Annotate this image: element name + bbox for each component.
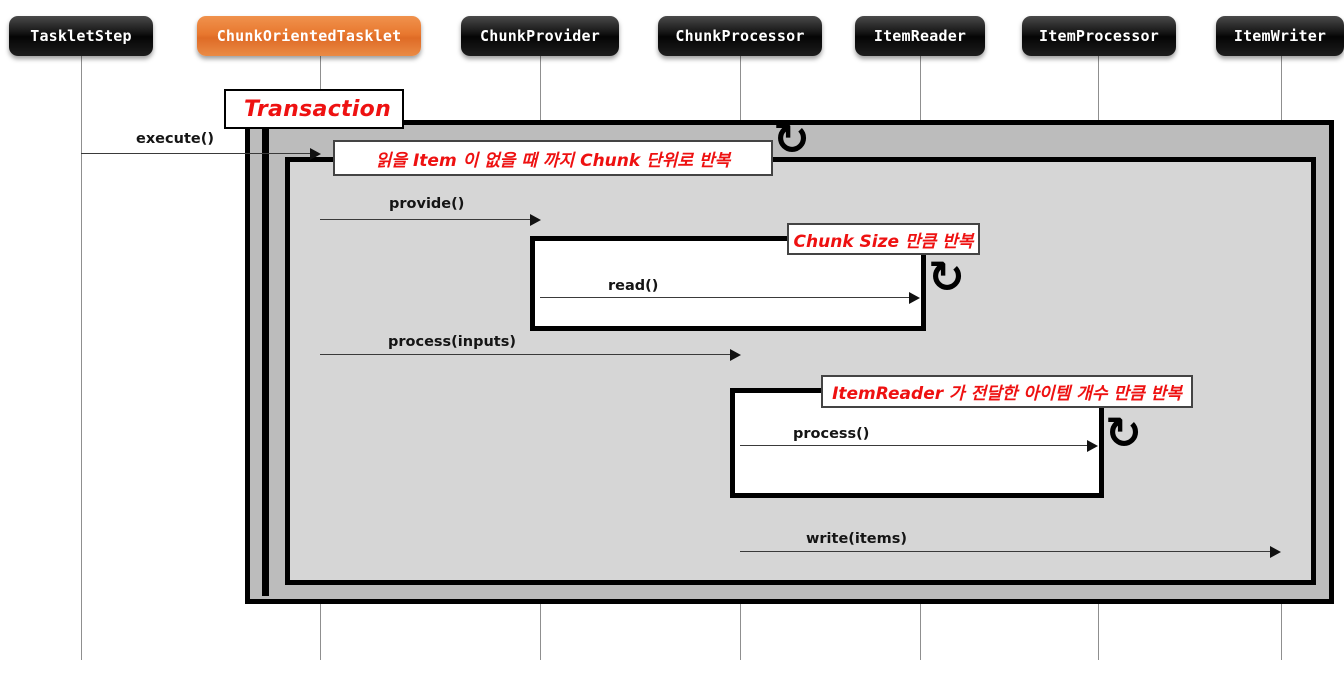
message-label-process-inputs: process(inputs)	[388, 334, 516, 350]
participant-label: ChunkProvider	[480, 27, 600, 45]
frame-label-read-loop-text: Chunk Size 만큼 반복	[793, 231, 974, 252]
message-line-execute	[81, 153, 314, 154]
message-line-provide	[320, 219, 534, 220]
message-arrowhead-write-items	[1270, 546, 1281, 558]
message-label-read: read()	[608, 278, 659, 294]
participant-tasklet-step[interactable]: TaskletStep	[9, 16, 153, 56]
participant-label: ChunkOrientedTasklet	[216, 27, 402, 45]
participant-label: TaskletStep	[30, 27, 132, 45]
participant-label: ItemReader	[873, 27, 967, 45]
message-arrowhead-process	[1087, 440, 1098, 452]
repeat-loop-icon: ↻	[1105, 408, 1142, 459]
frame-chunk-loop	[285, 157, 1316, 585]
frame-label-chunk-loop: 읽을 Item 이 없을 때 까지 Chunk 단위로 반복	[333, 140, 773, 176]
frame-label-process-loop-text: ItemReader 가 전달한 아이템 개수 만큼 반복	[832, 384, 1182, 404]
participant-item-writer[interactable]: ItemWriter	[1216, 16, 1344, 56]
message-arrowhead-read	[909, 292, 920, 304]
message-label-write-items: write(items)	[806, 531, 908, 547]
participant-item-processor[interactable]: ItemProcessor	[1022, 16, 1176, 56]
activation-chunk-oriented-tasklet	[262, 126, 269, 596]
participant-chunk-processor[interactable]: ChunkProcessor	[658, 16, 822, 56]
message-label-process: process()	[793, 426, 870, 442]
message-label-provide: provide()	[389, 196, 465, 212]
participant-item-reader[interactable]: ItemReader	[855, 16, 985, 56]
frame-label-process-loop: ItemReader 가 전달한 아이템 개수 만큼 반복	[821, 375, 1193, 408]
message-arrowhead-process-inputs	[730, 349, 741, 361]
participant-label: ItemProcessor	[1039, 27, 1159, 45]
message-line-read	[540, 297, 915, 298]
participant-chunk-provider[interactable]: ChunkProvider	[461, 16, 619, 56]
message-label-execute: execute()	[136, 131, 214, 147]
message-line-write-items	[740, 551, 1275, 552]
frame-label-transaction-text: Transaction	[244, 96, 392, 122]
frame-label-transaction: Transaction	[224, 89, 404, 129]
frame-label-read-loop: Chunk Size 만큼 반복	[787, 223, 980, 255]
frame-label-chunk-loop-text: 읽을 Item 이 없을 때 까지 Chunk 단위로 반복	[375, 150, 731, 171]
participant-label: ItemWriter	[1233, 27, 1327, 45]
repeat-loop-icon: ↻	[928, 252, 965, 303]
message-line-process	[740, 445, 1093, 446]
message-arrowhead-provide	[530, 214, 541, 226]
repeat-loop-icon: ↻	[773, 114, 810, 165]
participant-chunk-oriented-tasklet[interactable]: ChunkOrientedTasklet	[197, 16, 421, 56]
message-arrowhead-execute	[310, 148, 321, 160]
participant-label: ChunkProcessor	[675, 27, 805, 45]
message-line-process-inputs	[320, 354, 734, 355]
lifeline-tasklet-step	[81, 52, 82, 660]
